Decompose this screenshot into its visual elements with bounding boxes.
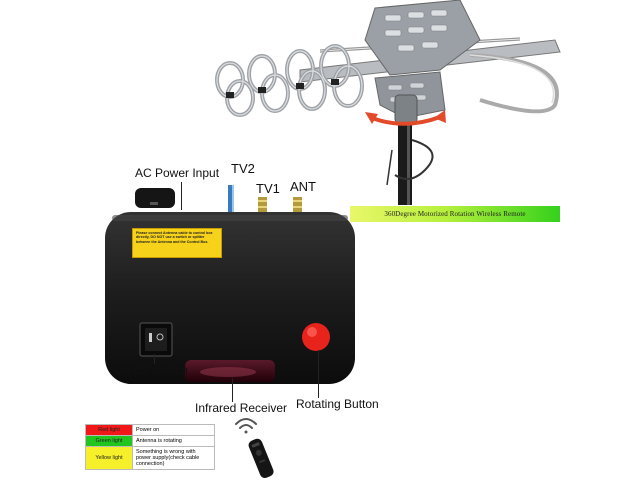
wifi-signal-icon: [235, 418, 257, 434]
label-tv1: TV1: [256, 181, 280, 196]
legend-meaning-red: Power on: [132, 424, 215, 436]
warning-sticker-text: Please connect Antenna cable to control …: [136, 231, 213, 244]
legend-meaning-green: Antenna is rotating: [132, 435, 215, 447]
remote-control-icon: [235, 418, 274, 479]
label-infrared-receiver: Infrared Receiver: [195, 401, 288, 415]
rotation-arrow-icon: [365, 110, 446, 126]
legend-meaning-yellow: Something is wrong with power supply(che…: [132, 446, 215, 470]
warning-sticker: Please connect Antenna cable to control …: [132, 228, 222, 258]
legend-swatch-green: Green light: [85, 435, 133, 447]
label-rotating-button: Rotating Button: [296, 397, 379, 411]
legend-swatch-red: Red light: [85, 424, 133, 436]
legend-swatch-yellow: Yellow light: [85, 446, 133, 470]
banner-text: 360Degree Motorized Rotation Wireless Re…: [384, 210, 526, 218]
leader-line-ac: [181, 182, 182, 210]
leader-line-ir: [232, 378, 233, 402]
feature-banner: 360Degree Motorized Rotation Wireless Re…: [350, 206, 560, 222]
leader-line-rotate: [318, 350, 319, 398]
control-box-image: [105, 185, 355, 384]
status-light-legend: Red light Power on Green light Antenna i…: [85, 424, 215, 470]
label-on-off-switch: On/Off Switch: [114, 363, 188, 377]
legend-row-red: Red light Power on: [85, 424, 215, 436]
legend-row-yellow: Yellow light Something is wrong with pow…: [85, 446, 215, 470]
antenna-image: [215, 0, 561, 205]
label-ant: ANT: [290, 179, 316, 194]
leader-line-switch: [154, 354, 155, 364]
label-ac-power-input: AC Power Input: [135, 166, 220, 180]
label-tv2: TV2: [231, 161, 255, 176]
legend-row-green: Green light Antenna is rotating: [85, 435, 215, 447]
